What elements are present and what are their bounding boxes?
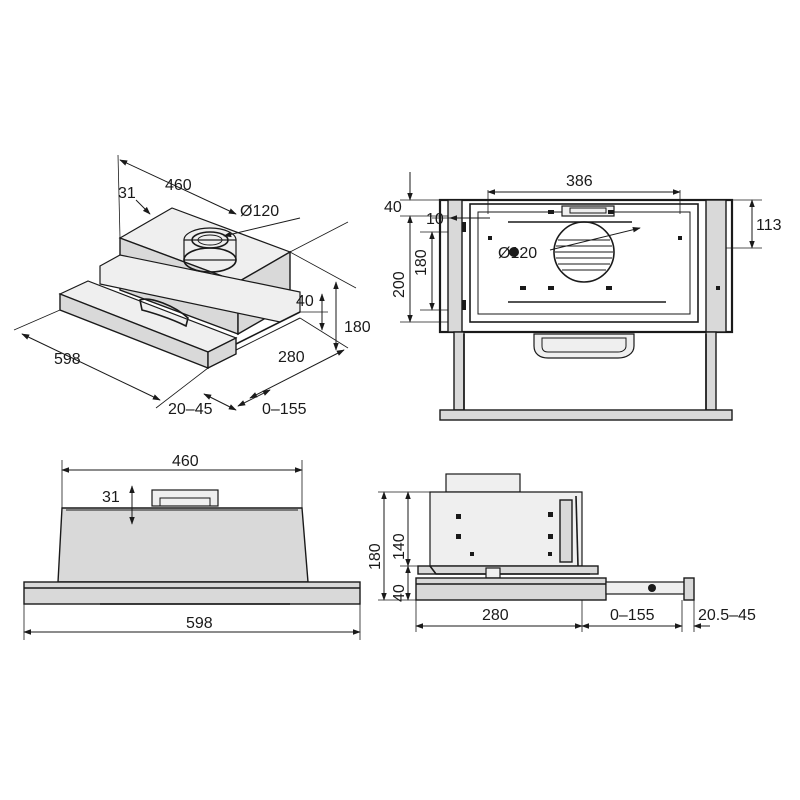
iso-rail — [235, 311, 301, 345]
side-dim-140: 140 — [391, 533, 408, 560]
front-dim-duct: Ø120 — [498, 245, 537, 262]
iso-dim-598-line — [21, 333, 161, 401]
iso-dim-31: 31 — [118, 185, 136, 202]
iso-dim-598: 598 — [54, 351, 81, 368]
front-fan — [553, 221, 615, 283]
front-dim-duct-leader — [549, 226, 641, 251]
iso-dim-extension: 0–155 — [262, 401, 307, 418]
front-left-wall — [447, 199, 463, 333]
iso-dim-460: 460 — [165, 177, 192, 194]
side-trim — [417, 565, 599, 575]
front-right-leg — [705, 331, 717, 411]
front-dim-10: 10 — [426, 211, 444, 228]
iso-dim-extension-line — [237, 389, 271, 407]
elev-visor — [23, 581, 361, 605]
side-visor — [415, 577, 607, 601]
side-dim-slide-gap: 20.5–45 — [698, 607, 756, 624]
iso-dim-40: 40 — [296, 293, 314, 310]
side-dim-180: 180 — [367, 543, 384, 570]
front-dim-180: 180 — [413, 249, 430, 276]
front-view: 386 40 10 Ø120 180 200 113 — [384, 172, 782, 421]
iso-dim-slide-gap: 20–45 — [168, 401, 213, 418]
front-inner-panel — [477, 211, 691, 315]
front-outer-frame — [438, 198, 734, 334]
front-right-wall — [705, 199, 727, 333]
front-inner-body — [469, 203, 699, 323]
side-stop — [683, 577, 695, 601]
elev-dim-598: 598 — [186, 615, 213, 632]
front-dim-40: 40 — [384, 199, 402, 216]
front-fan-grille — [555, 239, 613, 271]
iso-visor-side — [207, 336, 237, 370]
elev-body — [57, 507, 309, 583]
elev-dim-31: 31 — [102, 489, 120, 506]
front-top-bracket-slot — [569, 207, 607, 214]
iso-dim-31-line — [135, 199, 151, 215]
side-slide-rail — [605, 581, 687, 595]
front-left-leg — [453, 331, 465, 411]
iso-dim-280: 280 — [278, 349, 305, 366]
iso-duct-opening — [191, 231, 229, 249]
side-body — [429, 491, 583, 567]
iso-visor-handle — [139, 298, 189, 328]
iso-dim-slide-gap-line — [203, 393, 237, 411]
elev-dim-460: 460 — [172, 453, 199, 470]
iso-duct-body — [183, 239, 237, 261]
iso-rail-lower — [235, 317, 301, 351]
iso-dim-duct-leader — [223, 217, 301, 238]
side-dim-280: 280 — [482, 607, 509, 624]
isometric-view: 460 31 Ø120 40 180 598 280 20–45 0–155 — [13, 154, 371, 418]
front-dim-113: 113 — [756, 217, 782, 234]
iso-dim-duct: Ø120 — [240, 203, 279, 220]
elevation-view: 460 31 598 — [23, 453, 361, 640]
side-dim-40: 40 — [391, 584, 408, 602]
front-bottom-bar — [439, 409, 733, 421]
side-collar — [445, 473, 521, 493]
front-dim-386: 386 — [566, 173, 593, 190]
iso-dim-460-line — [119, 159, 237, 215]
front-dim-200: 200 — [391, 271, 408, 298]
iso-dim-180: 180 — [344, 319, 371, 336]
side-dim-extension: 0–155 — [610, 607, 655, 624]
iso-duct-inner — [197, 234, 223, 246]
side-view: 180 140 40 280 0–155 20.5–45 — [367, 473, 756, 632]
